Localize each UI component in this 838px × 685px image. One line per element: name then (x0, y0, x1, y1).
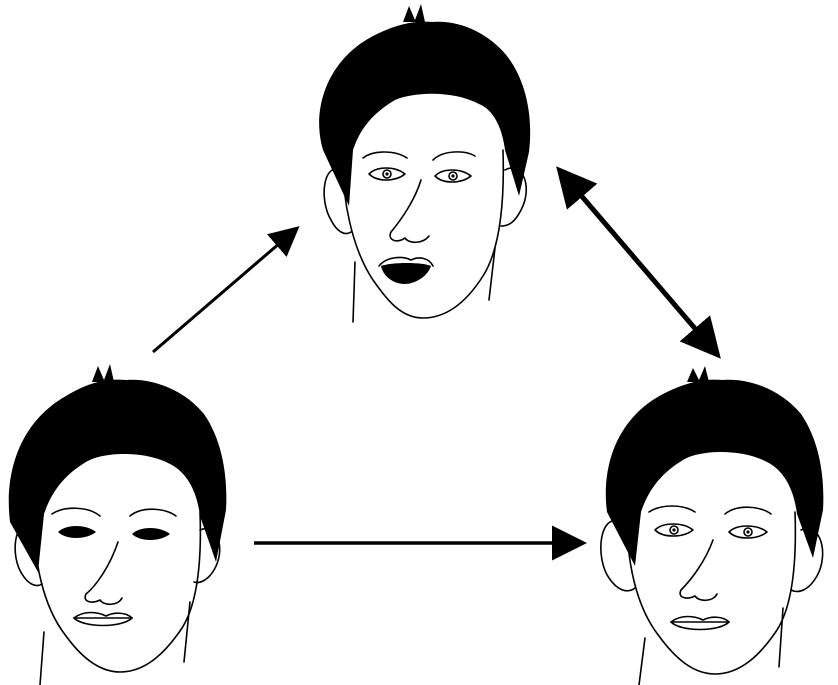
arrow-left-to-top (153, 230, 295, 352)
arrow-top-right-bidirectional (561, 172, 716, 353)
